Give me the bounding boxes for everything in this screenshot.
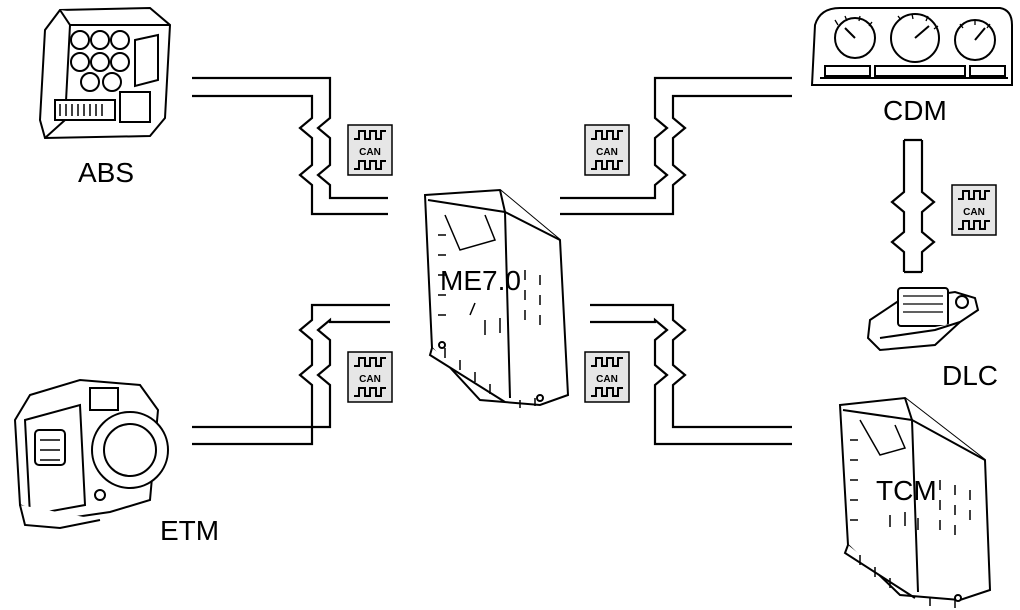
can-badge-cdm-dlc: CAN	[951, 184, 997, 236]
bus-ecm-cdm	[560, 76, 792, 216]
cdm-module-icon	[810, 7, 1013, 86]
tcm-module-icon	[838, 396, 992, 608]
can-badge-etm-ecm: CAN	[347, 351, 393, 403]
dlc-connector-icon	[866, 287, 980, 352]
dlc-label: DLC	[942, 360, 998, 391]
can-badge-ecm-cdm: CAN	[584, 124, 630, 176]
can-badge-ecm-tcm: CAN	[584, 351, 630, 403]
svg-text:CAN: CAN	[596, 374, 618, 385]
bus-etm-ecm	[192, 303, 390, 446]
bus-abs-ecm	[192, 76, 388, 216]
bus-cdm-dlc	[890, 138, 936, 274]
me70-label: ME7.0	[440, 265, 521, 296]
svg-text:CAN: CAN	[359, 374, 381, 385]
etm-module-icon	[13, 378, 169, 530]
svg-text:CAN: CAN	[963, 207, 985, 218]
abs-module-icon	[38, 6, 172, 140]
can-badge-abs-ecm: CAN	[347, 124, 393, 176]
tcm-label: TCM	[876, 475, 937, 506]
bus-ecm-tcm	[590, 303, 792, 446]
cdm-label: CDM	[883, 95, 947, 126]
can-bus-lines	[192, 76, 936, 446]
etm-label: ETM	[160, 515, 219, 546]
me70-ecu-icon	[423, 188, 570, 408]
svg-text:CAN: CAN	[359, 147, 381, 158]
abs-label: ABS	[78, 157, 134, 188]
svg-text:CAN: CAN	[596, 147, 618, 158]
